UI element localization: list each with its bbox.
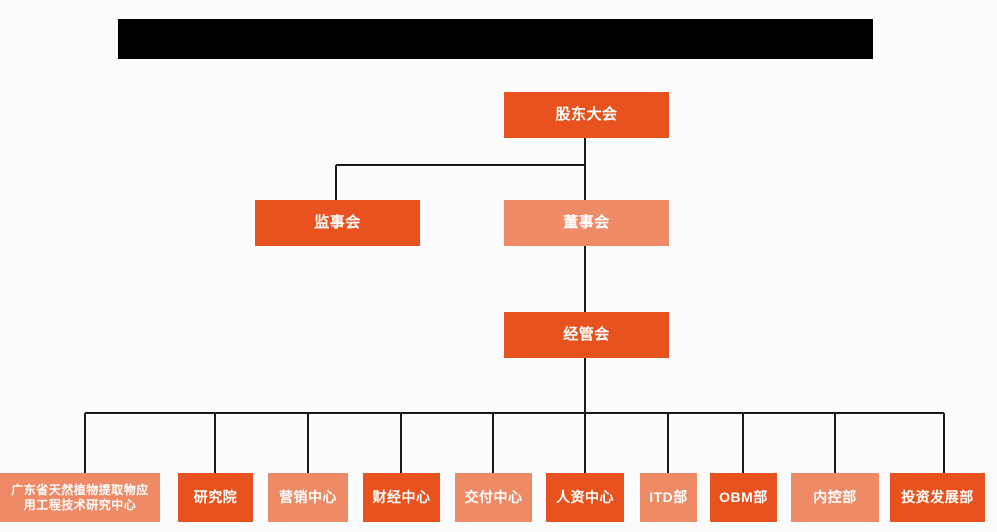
connector-drop-internal-control — [834, 413, 836, 473]
org-node-shareholders[interactable]: 股东大会 — [504, 92, 669, 138]
connector-drop-hr — [584, 413, 586, 473]
org-node-internal-control-department[interactable]: 内控部 — [791, 473, 879, 522]
connector-drop-engineering — [84, 413, 86, 473]
connector-level2-bus — [336, 164, 586, 166]
org-node-label: 广东省天然植物提取物应 用工程技术研究中心 — [11, 482, 149, 512]
org-node-label: 交付中心 — [464, 488, 523, 505]
org-node-obm-department[interactable]: OBM部 — [710, 473, 777, 522]
org-node-engineering-research-center[interactable]: 广东省天然植物提取物应 用工程技术研究中心 — [0, 473, 160, 522]
connector-directors-to-mgmt — [584, 246, 586, 312]
connector-drop-research — [214, 413, 216, 473]
org-node-label: 监事会 — [314, 213, 361, 231]
connector-drop-itd — [667, 413, 669, 473]
org-node-label: 人资中心 — [556, 488, 614, 505]
org-node-finance-center[interactable]: 财经中心 — [363, 473, 440, 522]
connector-level4-bus — [85, 412, 944, 414]
org-node-label: 投资发展部 — [901, 488, 974, 505]
org-node-hr-center[interactable]: 人资中心 — [546, 473, 624, 522]
org-node-delivery-center[interactable]: 交付中心 — [455, 473, 532, 522]
org-node-marketing-center[interactable]: 营销中心 — [268, 473, 348, 522]
org-node-label: 股东大会 — [555, 105, 618, 123]
connector-shareholders-stem — [584, 138, 586, 166]
connector-drop-investment — [943, 413, 945, 473]
org-node-investment-development-department[interactable]: 投资发展部 — [890, 473, 985, 522]
org-node-label: 研究院 — [193, 488, 238, 505]
connector-drop-delivery — [492, 413, 494, 473]
org-node-label: ITD部 — [649, 488, 688, 505]
org-node-itd-department[interactable]: ITD部 — [640, 473, 697, 522]
connector-mgmt-stem — [584, 358, 586, 413]
org-node-label: 营销中心 — [279, 488, 337, 505]
org-node-label: 财经中心 — [372, 488, 431, 505]
connector-directors-drop — [584, 165, 586, 200]
org-node-research-institute[interactable]: 研究院 — [178, 473, 253, 522]
org-node-management-committee[interactable]: 经管会 — [504, 312, 669, 358]
org-node-supervisors[interactable]: 监事会 — [255, 200, 420, 246]
org-node-label: OBM部 — [719, 488, 768, 505]
connector-supervisors-drop — [335, 165, 337, 200]
connector-drop-finance — [400, 413, 402, 473]
org-node-label: 经管会 — [563, 325, 610, 343]
connector-drop-marketing — [307, 413, 309, 473]
connector-drop-obm — [742, 413, 744, 473]
org-node-label: 董事会 — [563, 213, 610, 231]
redacted-title-banner — [118, 19, 873, 59]
org-node-directors[interactable]: 董事会 — [504, 200, 669, 246]
org-node-label: 内控部 — [813, 488, 857, 505]
